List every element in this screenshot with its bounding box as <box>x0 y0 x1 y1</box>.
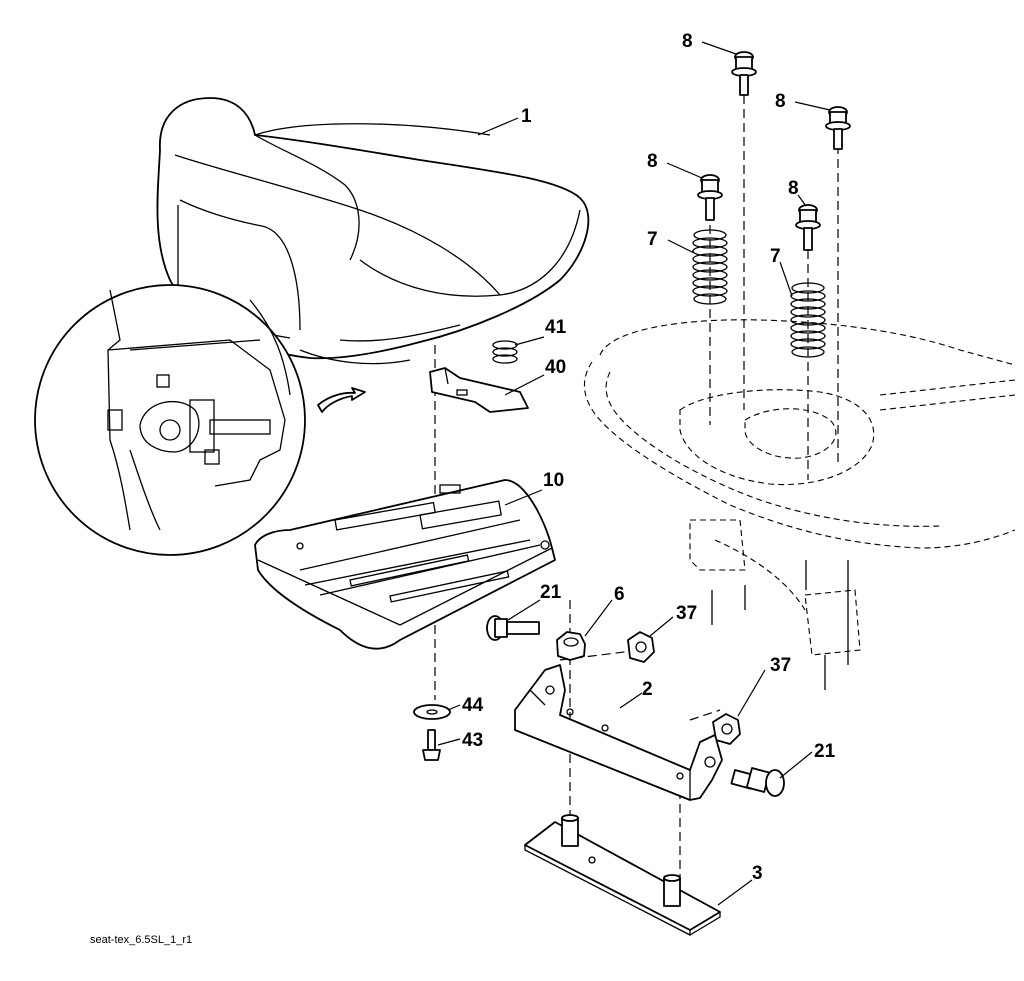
callout-plate-3: 3 <box>752 863 763 884</box>
spring-7-right <box>790 282 826 358</box>
callout-bolt-8-top-right: 8 <box>775 91 786 112</box>
bolt-8-mid-right <box>795 204 821 251</box>
callout-bolt-8-mid-left: 8 <box>647 151 658 172</box>
callout-bolt-8-mid-right: 8 <box>788 178 799 199</box>
bolt-21-left <box>486 615 540 641</box>
seat <box>156 97 590 365</box>
spring-41 <box>492 340 518 364</box>
callout-clip-40: 40 <box>545 357 566 378</box>
callout-seat: 1 <box>521 106 532 127</box>
seat-pan <box>254 479 556 650</box>
bracket-2 <box>514 664 723 801</box>
bolt-21-right <box>730 767 785 797</box>
callout-nut-37-lower: 37 <box>770 655 791 676</box>
bolt-8-mid-left <box>697 174 723 221</box>
callout-seat-pan-10: 10 <box>543 470 564 491</box>
figure-caption: seat-tex_6.5SL_1_r1 <box>90 934 192 946</box>
callout-nut-6: 6 <box>614 584 625 605</box>
clip-40 <box>429 367 529 413</box>
nut-6 <box>556 631 586 661</box>
callout-washer-44: 44 <box>462 695 484 716</box>
callout-bolt-21-left: 21 <box>540 582 562 603</box>
fender-outline <box>583 319 1016 690</box>
washer-44 <box>413 704 451 720</box>
leader-lines <box>437 41 831 906</box>
callout-bolt-8-top-left: 8 <box>682 31 693 52</box>
nut-37-upper <box>627 631 655 663</box>
callout-spring-41: 41 <box>545 317 567 338</box>
bolt-8-top-right <box>825 106 851 150</box>
callout-nut-37-upper: 37 <box>676 603 697 624</box>
callouts: 1 41 40 10 8 8 8 8 7 7 21 6 37 37 2 21 4… <box>462 31 836 884</box>
callout-spring-7-right: 7 <box>770 246 781 267</box>
spring-7-left <box>692 229 728 305</box>
screw-43 <box>422 729 441 761</box>
callout-bracket-2: 2 <box>642 679 653 700</box>
detail-inset <box>34 284 366 556</box>
bolt-8-top-left <box>731 51 757 96</box>
callout-screw-43: 43 <box>462 730 483 751</box>
callout-bolt-21-right: 21 <box>814 741 836 762</box>
callout-spring-7-left: 7 <box>647 229 658 250</box>
plate-3 <box>524 814 721 937</box>
